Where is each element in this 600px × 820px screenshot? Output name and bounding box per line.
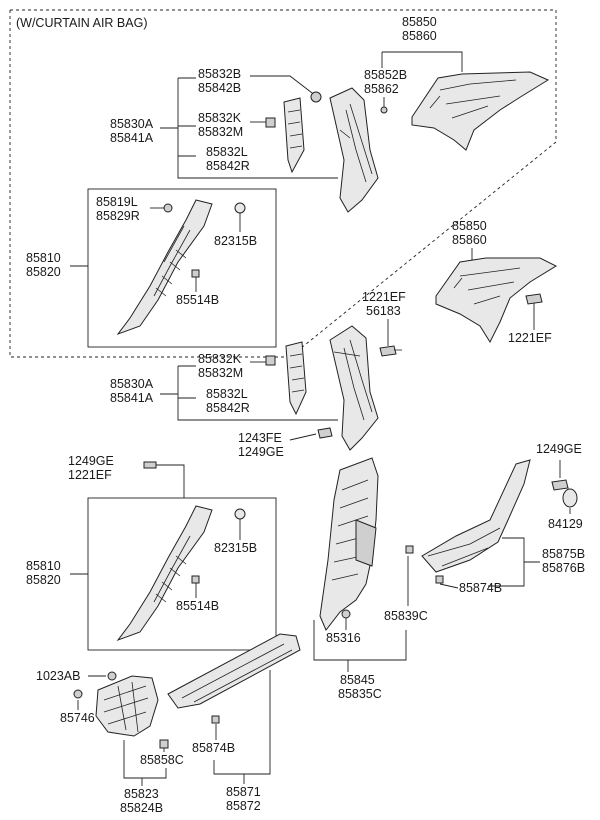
label-1023AB: 1023AB [36, 669, 80, 683]
label-85860-a: 85860 [402, 29, 437, 43]
label-85850-a: 85850 [402, 15, 437, 29]
leader-85875B [488, 537, 540, 587]
cap-84129 [562, 488, 578, 508]
label-85842R-a: 85842R [206, 159, 250, 173]
bracket-85871 [213, 670, 271, 784]
bracket-85830A-a [177, 77, 338, 179]
label-84129: 84129 [548, 517, 583, 531]
label-85819L: 85819L [96, 195, 138, 209]
label-85820-a: 85820 [26, 265, 61, 279]
label-85810-b: 85810 [26, 559, 61, 573]
center-pillar-trim-middle [265, 325, 379, 451]
bolt-1249GE-b [143, 461, 157, 469]
label-85830A-a: 85830A [110, 117, 154, 131]
label-1221EF-a: 1221EF [362, 290, 406, 304]
bracket-85830A-b [177, 365, 338, 421]
label-85832L-b: 85832L [206, 387, 248, 401]
label-85872: 85872 [226, 799, 261, 813]
label-85835C: 85835C [338, 687, 382, 701]
label-85842B: 85842B [198, 81, 241, 95]
label-85832K-a: 85832K [198, 111, 242, 125]
rear-quarter-trim-upper [380, 71, 550, 151]
label-85850-b: 85850 [452, 219, 487, 233]
label-1221EF-b: 1221EF [508, 331, 552, 345]
label-85829R: 85829R [96, 209, 140, 223]
label-85823: 85823 [124, 787, 159, 801]
cowl-side-trim [73, 671, 169, 749]
rear-quarter-trim-lower [435, 257, 558, 344]
label-1221EF-c: 1221EF [68, 468, 112, 482]
curtain-airbag-note: (W/CURTAIN AIR BAG) [16, 16, 148, 30]
label-85514B-b: 85514B [176, 599, 219, 613]
front-pillar-trim-lower [116, 505, 246, 642]
label-85852B: 85852B [364, 68, 407, 82]
label-85839C: 85839C [384, 609, 428, 623]
label-56183: 56183 [366, 304, 401, 318]
box-a-pillar-upper [87, 188, 277, 348]
label-85874B-a: 85874B [459, 581, 502, 595]
curtain-airbag-region-outline [9, 9, 557, 358]
label-85841A-a: 85841A [110, 131, 154, 145]
leader-1243FE [289, 433, 317, 441]
label-85871: 85871 [226, 785, 261, 799]
leader-85874B-a [439, 583, 459, 589]
center-pillar-trim-upper [265, 87, 379, 213]
bolt-1221EF-b [525, 293, 543, 305]
rear-door-scuff-trim [421, 459, 531, 584]
label-85876B: 85876B [542, 561, 585, 575]
bolt-1249GE-c [551, 479, 569, 491]
label-85746: 85746 [60, 711, 95, 725]
label-85316: 85316 [326, 631, 361, 645]
label-85824B: 85824B [120, 801, 163, 815]
label-1249GE-a: 1249GE [238, 445, 284, 459]
bracket-85845 [313, 620, 407, 672]
label-85820-b: 85820 [26, 573, 61, 587]
bolt-1221EF-a [379, 345, 402, 357]
front-pillar-trim-upper [116, 199, 246, 336]
label-82315B-b: 82315B [214, 541, 257, 555]
label-85832M-b: 85832M [198, 366, 243, 380]
label-85832K-b: 85832K [198, 352, 242, 366]
label-1249GE-b: 1249GE [68, 454, 114, 468]
label-82315B-a: 82315B [214, 234, 257, 248]
label-1249GE-c: 1249GE [536, 442, 582, 456]
center-pillar-trim-lower [319, 457, 414, 631]
label-85810-a: 85810 [26, 251, 61, 265]
label-85875B: 85875B [542, 547, 585, 561]
box-a-pillar-lower [87, 497, 277, 651]
label-85874B-b: 85874B [192, 741, 235, 755]
label-85830A-b: 85830A [110, 377, 154, 391]
bracket-85823 [123, 740, 167, 786]
label-85862: 85862 [364, 82, 399, 96]
label-85832L-a: 85832L [206, 145, 248, 159]
label-85842R-b: 85842R [206, 401, 250, 415]
label-85832M-a: 85832M [198, 125, 243, 139]
leader-85850-a [381, 51, 463, 72]
label-85514B-a: 85514B [176, 293, 219, 307]
label-85858C: 85858C [140, 753, 184, 767]
label-85832B: 85832B [198, 67, 241, 81]
label-85845: 85845 [340, 673, 375, 687]
label-85841A-b: 85841A [110, 391, 154, 405]
label-1243FE: 1243FE [238, 431, 282, 445]
label-85860-b: 85860 [452, 233, 487, 247]
leader-1249GE-b [156, 464, 185, 498]
leader-85832B [250, 75, 317, 97]
front-door-scuff-trim [167, 633, 301, 724]
bolt-1243FE [317, 427, 333, 439]
